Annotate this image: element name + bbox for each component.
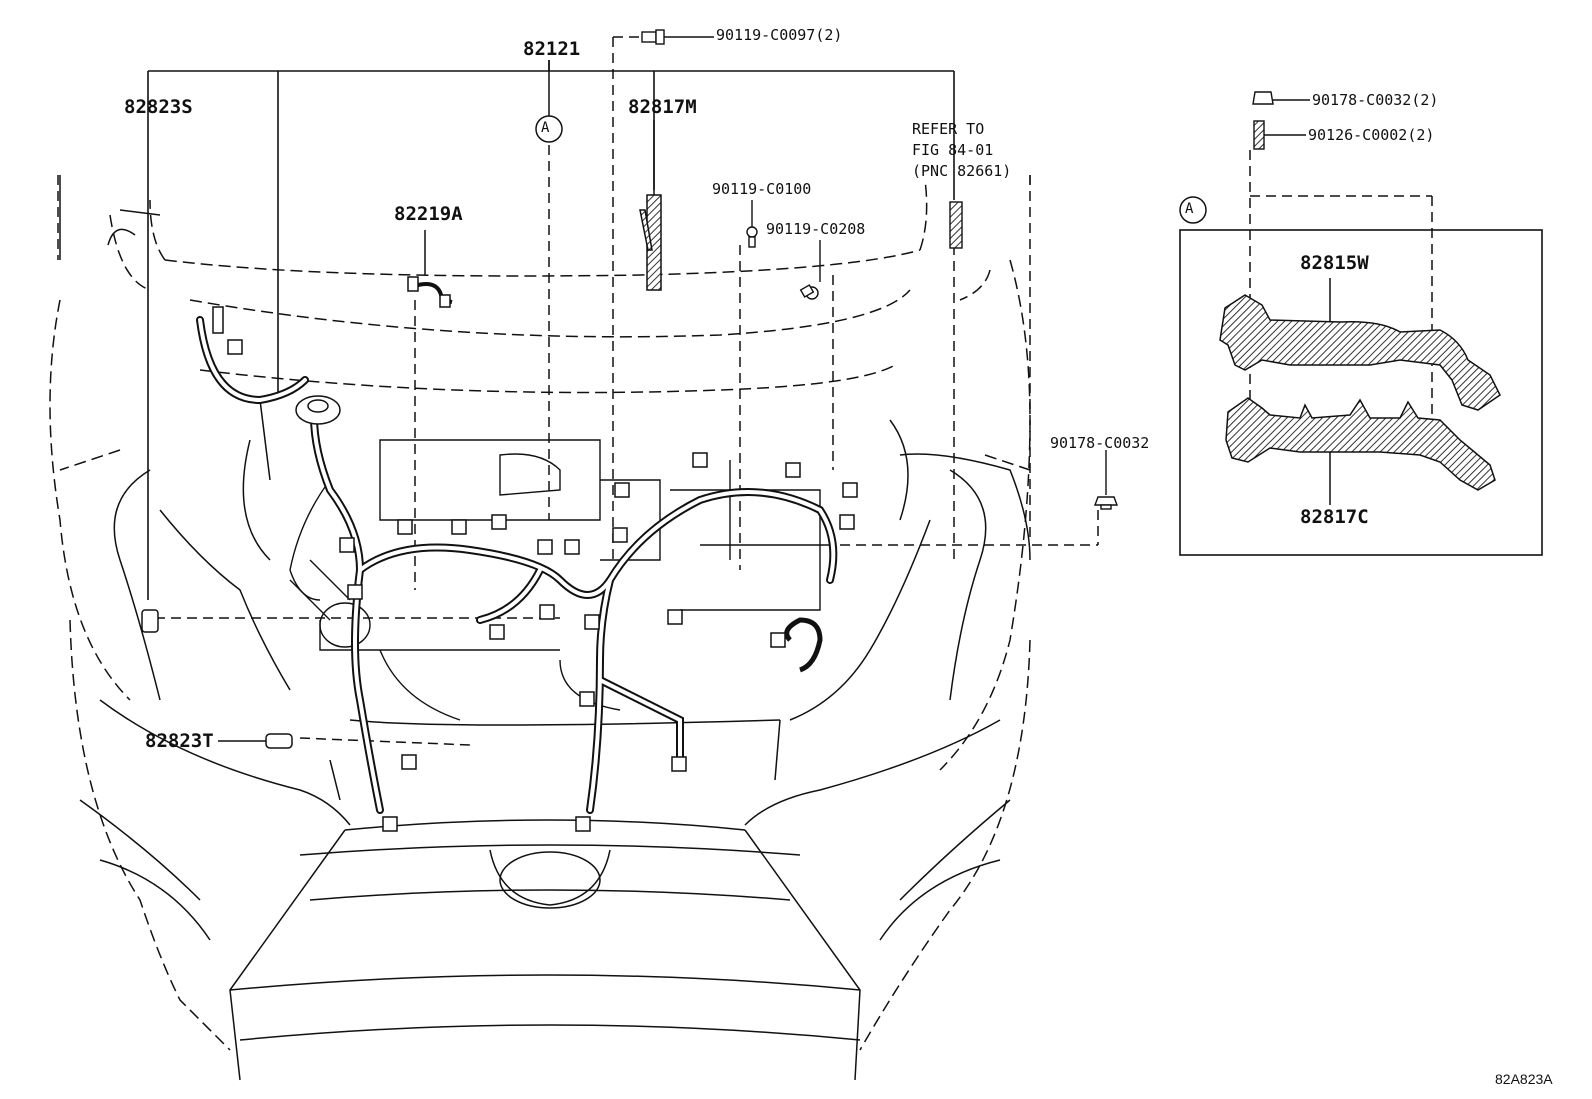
wire-harness — [196, 316, 838, 814]
label-82121: 82121 — [523, 38, 581, 60]
car-body-outline — [49, 179, 1031, 1051]
connectors — [212, 306, 858, 832]
stud-90126-c0002-2-shape — [1253, 120, 1306, 150]
label-90119-c0100: 90119-C0100 — [712, 180, 812, 198]
wire-harness-inner — [198, 318, 836, 812]
bolt-90119-c0208-shape — [799, 240, 821, 300]
car-body-solid — [79, 209, 1031, 1081]
nut-90178-c0032-2-shape — [1252, 91, 1310, 105]
label-82817m: 82817M — [628, 96, 697, 118]
grommet — [295, 395, 341, 425]
callout-a-detail: A — [1185, 201, 1194, 217]
protector-82817c-shape — [1225, 397, 1496, 505]
label-90178-c0032: 90178-C0032 — [1050, 434, 1150, 452]
protector-82815w-shape — [1219, 278, 1501, 411]
label-82815w: 82815W — [1300, 252, 1369, 274]
refer-note-line-3: (PNC 82661) — [912, 162, 1012, 180]
label-90178-c0032-2: 90178-C0032(2) — [1312, 91, 1439, 109]
clamp-82823s-shape — [141, 609, 159, 633]
callout-a-shapes — [535, 115, 1207, 224]
detail-box-a-frame — [1179, 229, 1543, 556]
callout-a-main: A — [541, 120, 550, 136]
clip-82823t-shape — [265, 733, 293, 749]
dashed-leaders — [57, 36, 1433, 746]
harness-82219a-shape — [407, 230, 453, 308]
figure-code: 82A823A — [1495, 1071, 1553, 1087]
protector-82817m-shape — [639, 120, 662, 291]
label-82219a: 82219A — [394, 203, 463, 225]
label-82823t: 82823T — [145, 730, 214, 752]
label-82817c: 82817C — [1300, 506, 1369, 528]
label-90126-c0002-2: 90126-C0002(2) — [1308, 126, 1435, 144]
refer-note-line-2: FIG 84-01 — [912, 141, 994, 159]
connector-refer-shape — [949, 175, 1031, 249]
label-82823s: 82823S — [124, 96, 193, 118]
bolt-90119-c0097-shape — [641, 29, 714, 45]
wire-branch-right — [784, 617, 823, 673]
refer-note-line-1: REFER TO — [912, 120, 985, 138]
nut-90178-c0032-shape — [1093, 450, 1119, 510]
label-90119-c0097: 90119-C0097(2) — [716, 26, 843, 44]
label-90119-c0208: 90119-C0208 — [766, 220, 866, 238]
bolt-90119-c0100-shape — [746, 200, 758, 248]
